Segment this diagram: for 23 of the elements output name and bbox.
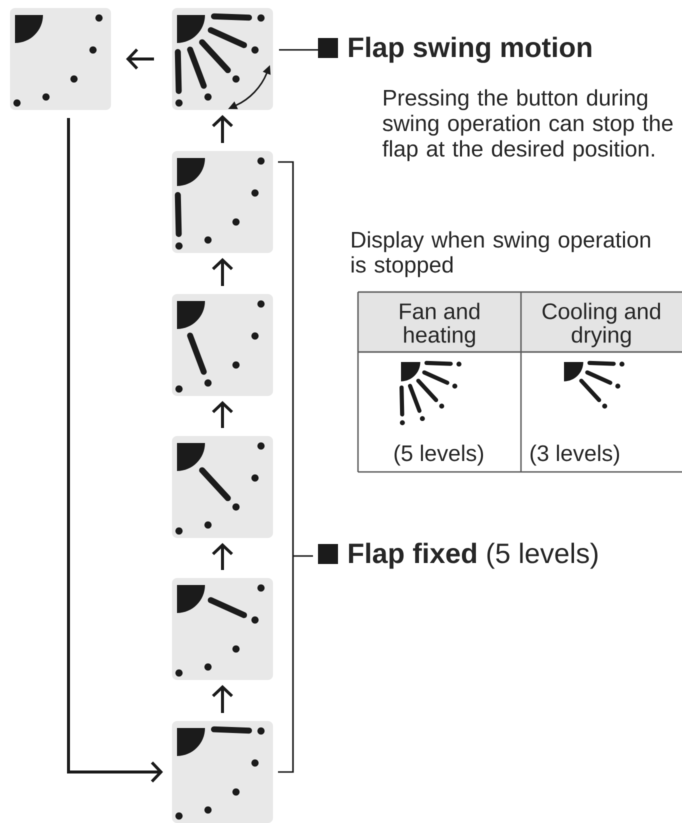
column-header: Cooling and drying xyxy=(521,292,682,352)
flap-display-drawing xyxy=(172,436,273,538)
section-heading: Flap swing motion xyxy=(349,36,592,63)
elbow-arrow xyxy=(67,118,163,783)
table-caption: Display when swing operation is stopped xyxy=(352,231,650,278)
flap-display-drawing xyxy=(172,721,273,823)
level-count-text: (3 levels) xyxy=(530,444,620,466)
flap-display-drawing xyxy=(172,578,273,680)
arrow xyxy=(212,685,234,713)
flap-display-drawing xyxy=(172,8,273,110)
arrow xyxy=(212,258,234,286)
note-text: Pressing the button during swing operation can stop the flap at the desired position. xyxy=(382,89,673,162)
arrow xyxy=(212,543,234,570)
flap-display-drawing xyxy=(10,8,111,110)
arrow xyxy=(126,48,154,70)
flap-display-drawing xyxy=(172,151,273,253)
arrow xyxy=(212,115,234,143)
leader-line xyxy=(279,49,318,51)
level-count-text: (5 levels) xyxy=(394,444,484,466)
column-header: Fan and heating xyxy=(358,292,521,352)
section-heading: Flap fixed (5 levels) xyxy=(349,542,598,569)
flap-display-drawing xyxy=(172,294,273,396)
arrow xyxy=(212,401,234,428)
